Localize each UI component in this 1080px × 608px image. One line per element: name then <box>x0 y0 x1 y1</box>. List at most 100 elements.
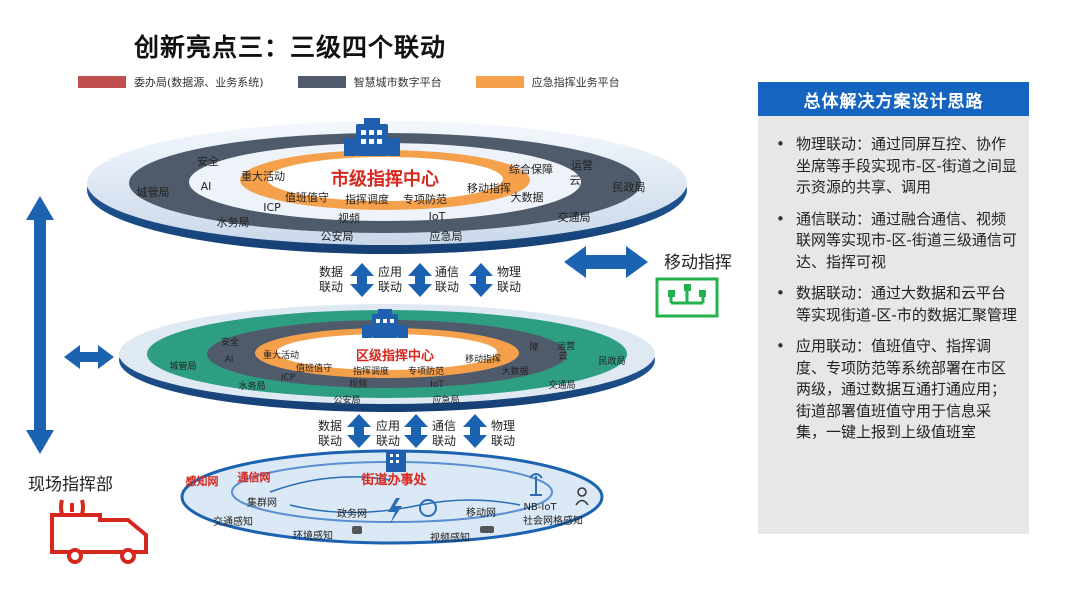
link-arrows-lower <box>347 414 487 448</box>
city-level-disc <box>87 118 687 254</box>
street-level-disc <box>180 449 604 545</box>
tap-icon <box>352 526 362 534</box>
city-middle-label: 云 <box>570 174 581 187</box>
district-middle-label: ICP <box>281 373 296 383</box>
street-network-label: NB-IoT <box>523 502 557 513</box>
district-inner-label: 移动指挥 <box>465 353 501 365</box>
district-outer-label: 水务局 <box>238 380 265 392</box>
link-label-upper: 通信联动 <box>435 265 459 294</box>
camera-icon <box>480 526 494 533</box>
city-middle-label: 安全 <box>197 154 219 168</box>
district-middle-label: 大数据 <box>501 365 528 377</box>
lightning-icon <box>388 498 402 524</box>
legend-item-platform: 智慧城市数字平台 <box>297 74 442 90</box>
city-inner-label: 指挥调度 <box>345 192 389 206</box>
city-outer-label: 交通局 <box>558 210 591 224</box>
person-icon <box>575 487 589 506</box>
legend: 委办局(数据源、业务系统) 智慧城市数字平台 应急指挥业务平台 <box>78 74 620 90</box>
building-icon <box>386 450 406 472</box>
legend-swatch-orange <box>475 76 524 88</box>
legend-label: 应急指挥业务平台 <box>531 76 620 89</box>
link-arrows-upper <box>350 263 493 297</box>
district-outer-label: 交通局 <box>548 379 575 391</box>
street-network-label: 集群网 <box>247 496 277 509</box>
link-label-lower: 数据联动 <box>318 418 342 448</box>
city-outer-label: 民政局 <box>613 180 646 194</box>
district-middle-label: IoT <box>430 380 444 390</box>
city-inner-label: 重大活动 <box>241 169 285 183</box>
district-inner-label: 专项防范 <box>408 365 444 377</box>
horizontal-arrow-mobile <box>564 246 648 278</box>
district-level-disc <box>119 304 655 412</box>
building-icon <box>344 118 400 156</box>
city-middle-label: ICP <box>263 201 281 214</box>
district-outer-label: 应急局 <box>432 394 459 406</box>
street-sensing-label: 视频感知 <box>430 531 470 544</box>
city-middle-label: 综合保障 <box>509 162 553 176</box>
city-middle-label: 大数据 <box>511 190 544 204</box>
street-network-label: 感知网 <box>186 474 219 488</box>
legend-label: 智慧城市数字平台 <box>353 76 442 89</box>
legend-label: 委办局(数据源、业务系统) <box>134 76 264 89</box>
mobile-command-icon <box>655 277 719 318</box>
district-middle-label: 安全 <box>221 336 239 348</box>
street-sensing-label: 环境感知 <box>293 529 333 542</box>
link-label-lower: 通信联动 <box>432 419 456 448</box>
panel-heading: 总体解决方案设计思路 <box>758 82 1029 116</box>
vertical-link-arrow <box>26 196 54 454</box>
legend-swatch-red <box>78 76 126 88</box>
browser-icon <box>419 499 437 517</box>
district-center-label: 区级指挥中心 <box>356 348 434 364</box>
link-label-lower: 应用联动 <box>376 418 400 448</box>
street-sensing-label: 交通感知 <box>213 515 253 528</box>
district-inner-label: 值班值守 <box>296 362 332 374</box>
district-middle-label: 障 <box>529 341 538 353</box>
mobile-command-label: 移动指挥 <box>664 253 732 273</box>
city-inner-label: 值班值守 <box>285 190 329 204</box>
network-lines <box>269 476 521 514</box>
district-outer-label: 运营 <box>557 340 575 352</box>
district-middle-label: 视频 <box>349 378 367 390</box>
city-outer-label: 城管局 <box>137 185 170 199</box>
field-command-label: 现场指挥部 <box>28 475 113 495</box>
building-icon <box>362 309 408 338</box>
bullet-data-linkage: 数据联动：通过大数据和云平台等实现街道-区-市的数据汇聚管理 <box>776 283 1019 326</box>
bullet-application-linkage: 应用联动：值班值守、指挥调度、专项防范等系统部署在市区两级，通过数据互通打通应用… <box>776 336 1019 444</box>
city-inner-label: 专项防范 <box>403 192 447 206</box>
district-outer-label: 民政局 <box>598 355 625 367</box>
city-outer-label: 公安局 <box>321 229 354 243</box>
street-network-label: 政务网 <box>337 507 367 520</box>
link-label-upper: 数据联动 <box>319 264 343 294</box>
page-title: 创新亮点三：三级四个联动 <box>134 33 447 62</box>
link-label-upper: 应用联动 <box>378 264 402 294</box>
field-command-truck-icon <box>50 499 148 564</box>
city-outer-label: 水务局 <box>217 216 250 229</box>
city-middle-label: 视频 <box>338 211 360 225</box>
city-middle-label: IoT <box>429 210 446 223</box>
district-middle-label: 云 <box>558 352 567 362</box>
district-outer-label: 公安局 <box>333 394 360 406</box>
district-inner-label: 指挥调度 <box>353 365 389 377</box>
district-outer-label: 城管局 <box>169 360 196 372</box>
city-outer-label: 应急局 <box>430 229 463 243</box>
city-center-label: 市级指挥中心 <box>331 168 439 190</box>
legend-item-emergency: 应急指挥业务平台 <box>475 74 620 90</box>
district-middle-label: AI <box>225 355 234 365</box>
horizontal-arrow-left <box>64 345 114 369</box>
street-center-label: 街道办事处 <box>360 472 427 488</box>
link-label-lower: 物理联动 <box>491 419 515 448</box>
bullet-physical-linkage: 物理联动：通过同屏互控、协作坐席等手段实现市-区-街道之间显示资源的共享、调用 <box>776 134 1019 199</box>
street-network-label: 通信网 <box>238 470 271 484</box>
antenna-icon <box>529 473 543 496</box>
link-label-upper: 物理联动 <box>497 265 521 294</box>
bullet-communication-linkage: 通信联动：通过融合通信、视频联网等实现市-区-街道三级通信可达、指挥可视 <box>776 209 1019 274</box>
street-network-label: 移动网 <box>466 506 496 519</box>
district-inner-label: 重大活动 <box>263 349 299 361</box>
street-sensing-label: 社会网格感知 <box>523 514 583 527</box>
legend-swatch-gray <box>297 76 346 88</box>
city-inner-label: 移动指挥 <box>467 181 511 195</box>
design-ideas-panel: 总体解决方案设计思路 物理联动：通过同屏互控、协作坐席等手段实现市-区-街道之间… <box>758 82 1029 534</box>
panel-bullet-list: 物理联动：通过同屏互控、协作坐席等手段实现市-区-街道之间显示资源的共享、调用 … <box>758 116 1029 444</box>
